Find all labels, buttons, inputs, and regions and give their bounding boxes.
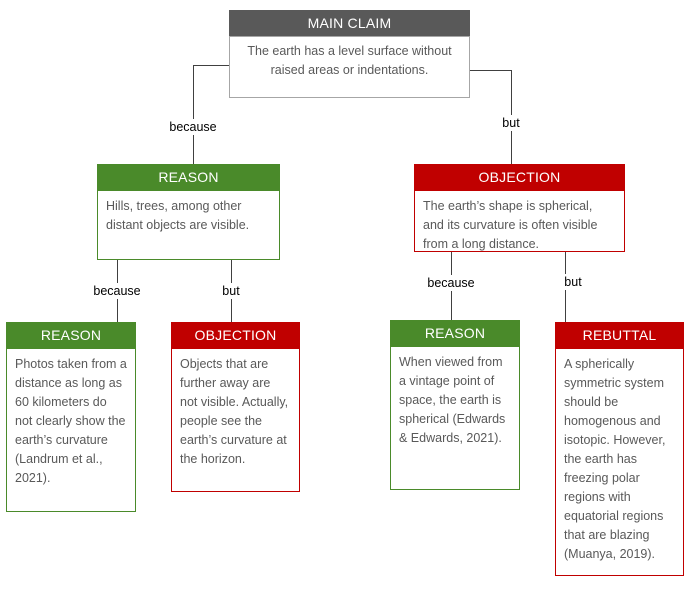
rebuttal-text: A spherically symmetric system should be… [555, 348, 684, 576]
sub-reason-title: REASON [6, 322, 136, 348]
main-claim-node: MAIN CLAIM The earth has a level surface… [229, 10, 470, 98]
sub-reason-text: Photos taken from a distance as long as … [6, 348, 136, 512]
sub-objection-text: Objects that are further away are not vi… [171, 348, 300, 492]
objection-reason-node: REASON When viewed from a vintage point … [390, 320, 520, 490]
reason-text: Hills, trees, among other distant object… [97, 190, 280, 260]
objection-reason-title: REASON [390, 320, 520, 346]
rebuttal-node: REBUTTAL A spherically symmetric system … [555, 322, 684, 576]
main-claim-text: The earth has a level surface without ra… [229, 36, 470, 98]
connector-line [469, 70, 512, 71]
sub-reason-node: REASON Photos taken from a distance as l… [6, 322, 136, 512]
connector-label-but: but [562, 274, 584, 290]
connector-label-because: because [425, 275, 477, 291]
reason-node: REASON Hills, trees, among other distant… [97, 164, 280, 260]
objection-reason-text: When viewed from a vintage point of spac… [390, 346, 520, 490]
sub-objection-node: OBJECTION Objects that are further away … [171, 322, 300, 492]
objection-node: OBJECTION The earth’s shape is spherical… [414, 164, 625, 252]
connector-label-but: but [500, 115, 522, 131]
connector-label-but: but [220, 283, 242, 299]
sub-objection-title: OBJECTION [171, 322, 300, 348]
objection-title: OBJECTION [414, 164, 625, 190]
reason-title: REASON [97, 164, 280, 190]
connector-line [193, 65, 194, 165]
main-claim-title: MAIN CLAIM [229, 10, 470, 36]
connector-label-because: because [167, 119, 219, 135]
rebuttal-title: REBUTTAL [555, 322, 684, 348]
objection-text: The earth’s shape is spherical, and its … [414, 190, 625, 252]
connector-line [193, 65, 236, 66]
connector-label-because: because [91, 283, 143, 299]
